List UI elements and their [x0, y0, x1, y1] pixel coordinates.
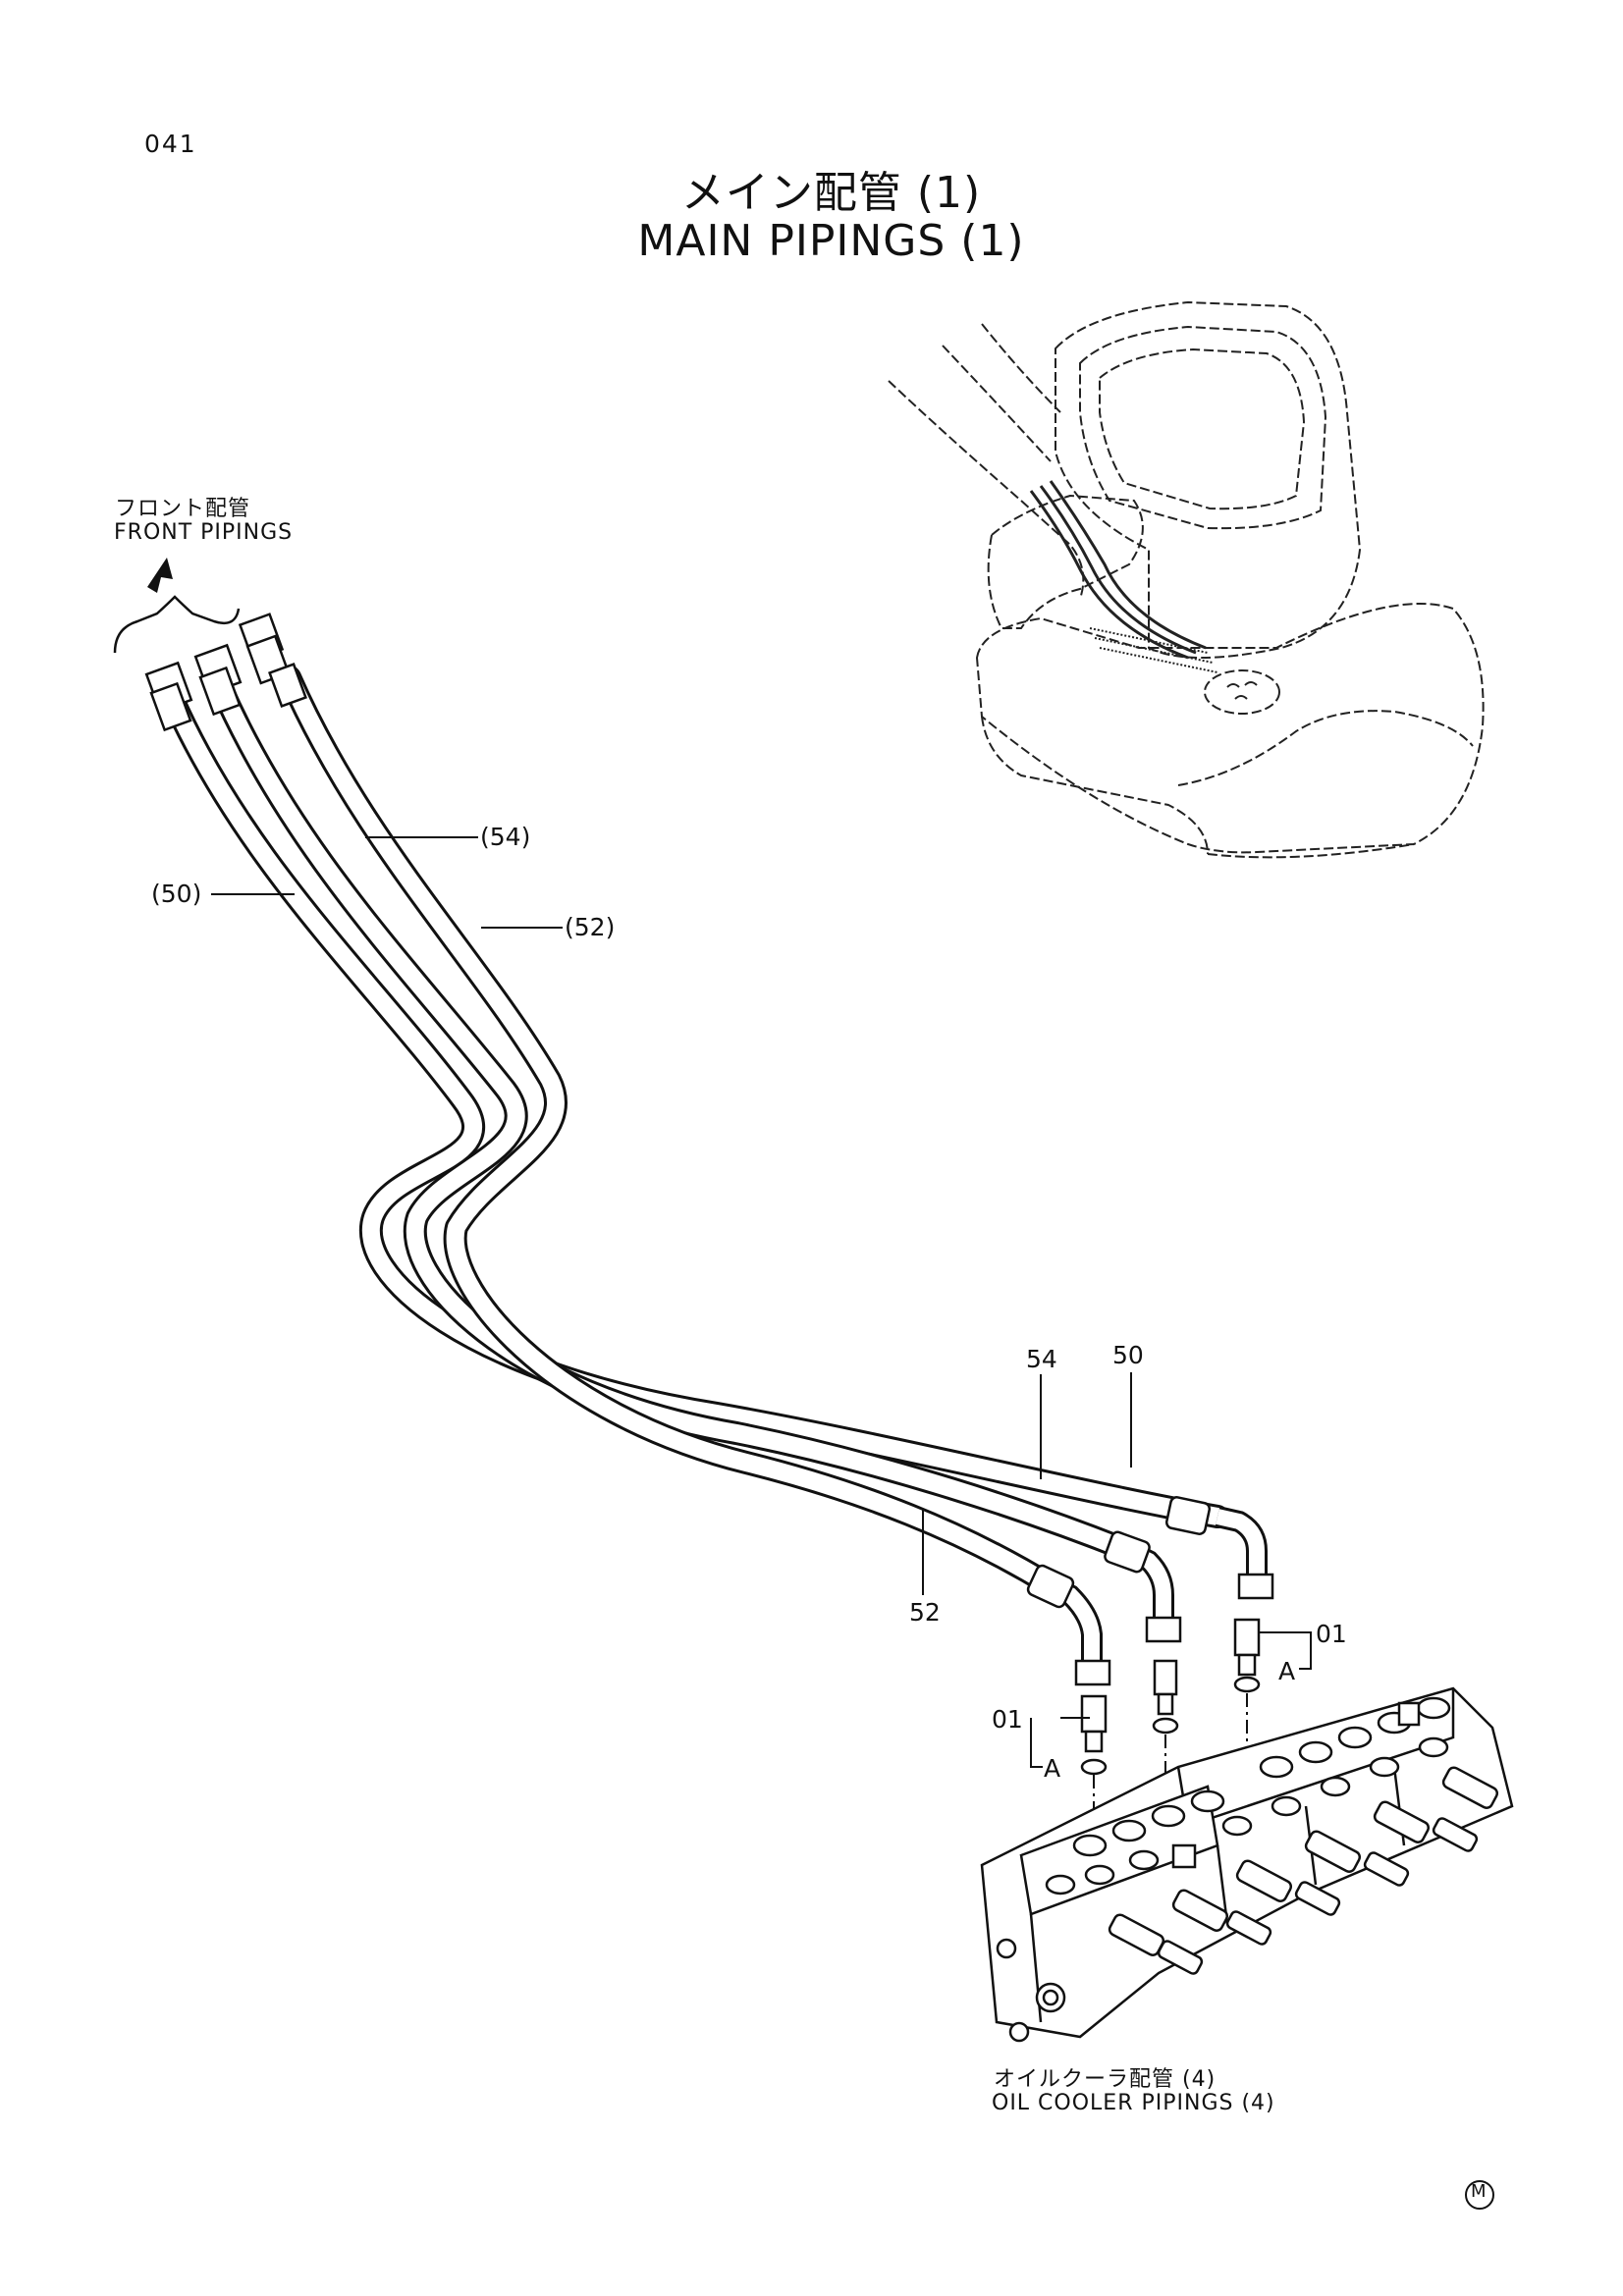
front-hose-end-fittings [144, 613, 307, 732]
trademark-mark-circle [1465, 2180, 1494, 2210]
front-pipings-label-english: FRONT PIPINGS [114, 520, 294, 545]
callout-fitting-01-left: 01 [992, 1705, 1023, 1734]
callout-detail-a-left: A [1044, 1754, 1061, 1783]
page-title-english: MAIN PIPINGS (1) [637, 216, 1025, 266]
callout-fitting-01-right: 01 [1316, 1620, 1347, 1648]
callout-hose-54: (54) [480, 823, 531, 851]
front-direction-arrow-icon [147, 558, 173, 593]
page-title-japanese: メイン配管 (1) [680, 168, 982, 218]
callout-hose-52: (52) [565, 913, 616, 941]
trademark-mark: M [1471, 2181, 1487, 2202]
oil-cooler-pipings-label-japanese: オイルクーラ配管 (4) [994, 2067, 1217, 2092]
callout-detail-a-right: A [1278, 1657, 1296, 1685]
callout-part-50: 50 [1112, 1341, 1144, 1369]
callout-leader-lines [211, 836, 1312, 1768]
hose-50 [160, 685, 1229, 1528]
front-pipings-indicator [113, 595, 241, 654]
valve-side-hose-fittings [1026, 1496, 1274, 1686]
callout-part-52: 52 [909, 1598, 941, 1627]
oil-cooler-pipings-label-english: OIL COOLER PIPINGS (4) [992, 2091, 1275, 2115]
page-number: 041 [144, 130, 197, 158]
adapter-fittings [1080, 1618, 1261, 1776]
callout-part-54: 54 [1026, 1345, 1057, 1373]
front-pipings-label-japanese: フロント配管 [115, 497, 251, 521]
control-valve-drawing [980, 1686, 1514, 2043]
callout-hose-50: (50) [151, 880, 202, 908]
hose-bundle [160, 666, 1229, 1597]
machine-overview-drawing [888, 300, 1485, 859]
